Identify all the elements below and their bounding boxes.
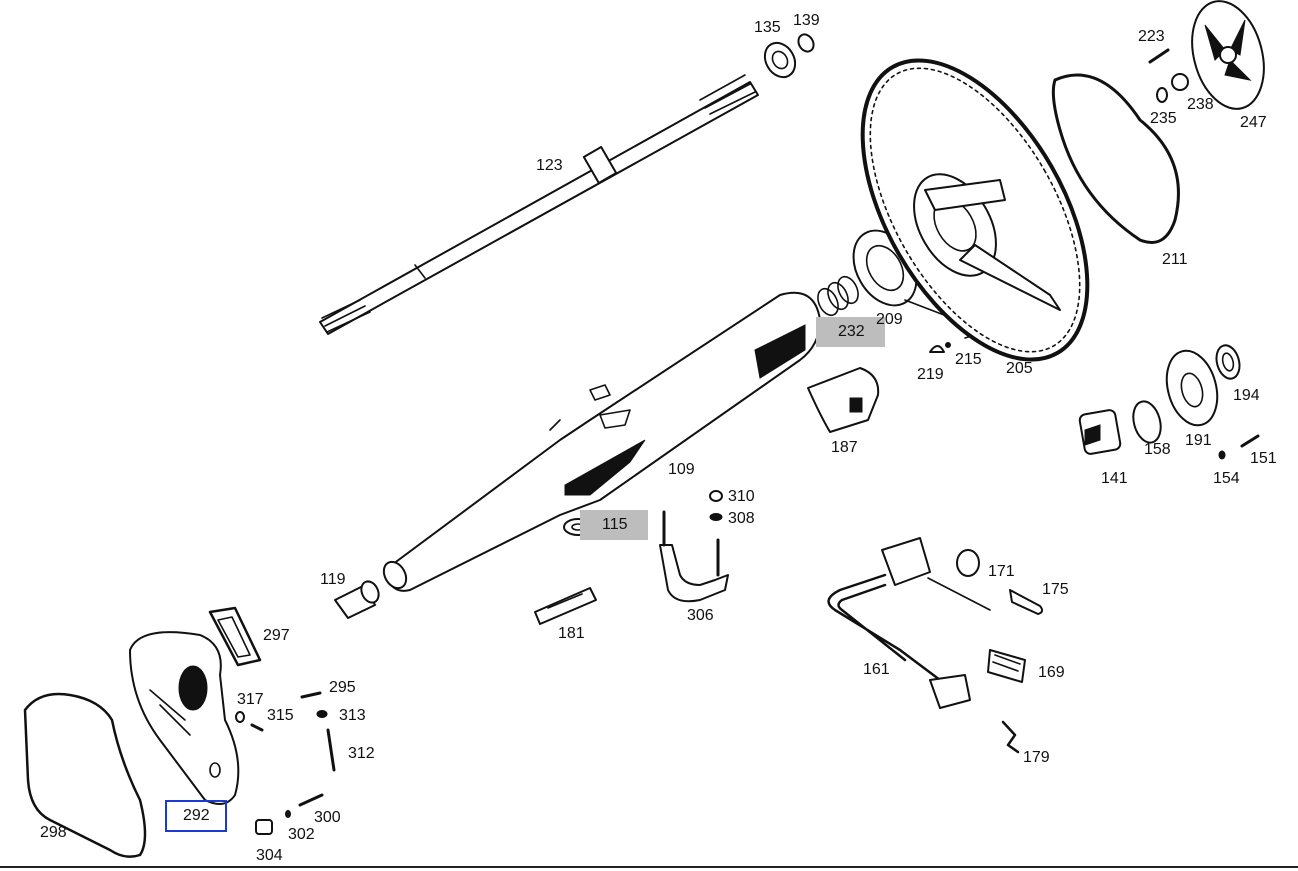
label-317: 317 (237, 691, 264, 708)
label-308: 308 (728, 510, 755, 527)
spring-ring (1132, 400, 1162, 444)
nut (1171, 73, 1189, 91)
steering-shaft (319, 74, 759, 335)
label-109: 109 (668, 461, 695, 478)
contact-pin (929, 345, 945, 353)
label-238: 238 (1187, 96, 1214, 113)
label-175: 175 (1042, 581, 1069, 598)
gasket-top (208, 606, 262, 667)
label-154: 154 (1213, 470, 1240, 487)
label-235: 235 (1150, 110, 1177, 127)
label-219: 219 (917, 366, 944, 383)
label-247: 247 (1240, 114, 1267, 131)
combination-switch-lever (827, 537, 991, 709)
label-119: 119 (320, 571, 346, 588)
label-313: 313 (339, 707, 366, 724)
pin (285, 810, 291, 818)
label-161: 161 (863, 661, 890, 678)
steering-wheel (860, 58, 1090, 362)
nut-small (316, 710, 328, 718)
switch-plate (1165, 349, 1219, 427)
label-300: 300 (314, 809, 341, 826)
knob (956, 549, 980, 577)
housing-plate (129, 631, 240, 805)
label-310: 310 (728, 488, 755, 505)
label-181: 181 (558, 625, 585, 642)
clip (1001, 720, 1020, 754)
label-187: 187 (831, 439, 858, 456)
snap-rings (817, 275, 859, 317)
label-312: 312 (348, 745, 375, 762)
switch-block (987, 649, 1026, 683)
label-298: 298 (40, 824, 67, 841)
small-screw (1218, 450, 1226, 460)
ring (797, 33, 815, 53)
stud-bolt (300, 691, 322, 699)
column-cover (807, 367, 880, 433)
gasket-bottom (23, 692, 147, 858)
horn-ring (1051, 73, 1180, 244)
hex-bolt (298, 793, 324, 807)
label-297: 297 (263, 627, 290, 644)
label-232: 232 (816, 317, 885, 347)
label-302: 302 (288, 826, 315, 843)
label-179: 179 (1023, 749, 1050, 766)
label-135: 135 (754, 19, 781, 36)
label-169: 169 (1038, 664, 1065, 681)
bottom-rule (0, 866, 1298, 868)
bearing (763, 41, 797, 79)
label-141: 141 (1101, 470, 1128, 487)
washer (1156, 87, 1168, 103)
washer-small (235, 711, 245, 723)
clamp-small (255, 819, 273, 835)
label-295: 295 (329, 679, 356, 696)
label-211: 211 (1162, 251, 1188, 268)
label-191: 191 (1185, 432, 1212, 449)
label-158: 158 (1144, 441, 1171, 458)
label-304: 304 (256, 847, 283, 864)
screw (1148, 48, 1170, 64)
label-292-selected[interactable]: 292 (165, 800, 227, 832)
support-bracket (659, 510, 729, 603)
contact-housing (1078, 409, 1122, 455)
label-292: 292 (183, 807, 210, 824)
label-315: 315 (267, 707, 294, 724)
label-151: 151 (1250, 450, 1277, 467)
hex-nut (709, 490, 723, 502)
spring-contact (945, 342, 951, 348)
bushing (334, 580, 380, 619)
label-223: 223 (1138, 28, 1165, 45)
clamp (534, 587, 597, 625)
label-306: 306 (687, 607, 714, 624)
column-jacket-tube (382, 291, 821, 592)
label-171: 171 (988, 563, 1015, 580)
label-209: 209 (876, 311, 903, 328)
long-bolt (326, 728, 336, 772)
label-205: 205 (1006, 360, 1033, 377)
label-215: 215 (955, 351, 982, 368)
seal-ring (1215, 344, 1241, 380)
mounting-screw (1240, 434, 1260, 448)
lever-tip (1009, 589, 1044, 615)
label-123: 123 (536, 157, 563, 174)
bolt-short (250, 723, 264, 732)
lock-washer (709, 513, 723, 521)
label-115: 115 (580, 510, 648, 540)
horn-pad (1191, 0, 1265, 110)
label-139: 139 (793, 12, 820, 29)
label-194: 194 (1233, 387, 1260, 404)
